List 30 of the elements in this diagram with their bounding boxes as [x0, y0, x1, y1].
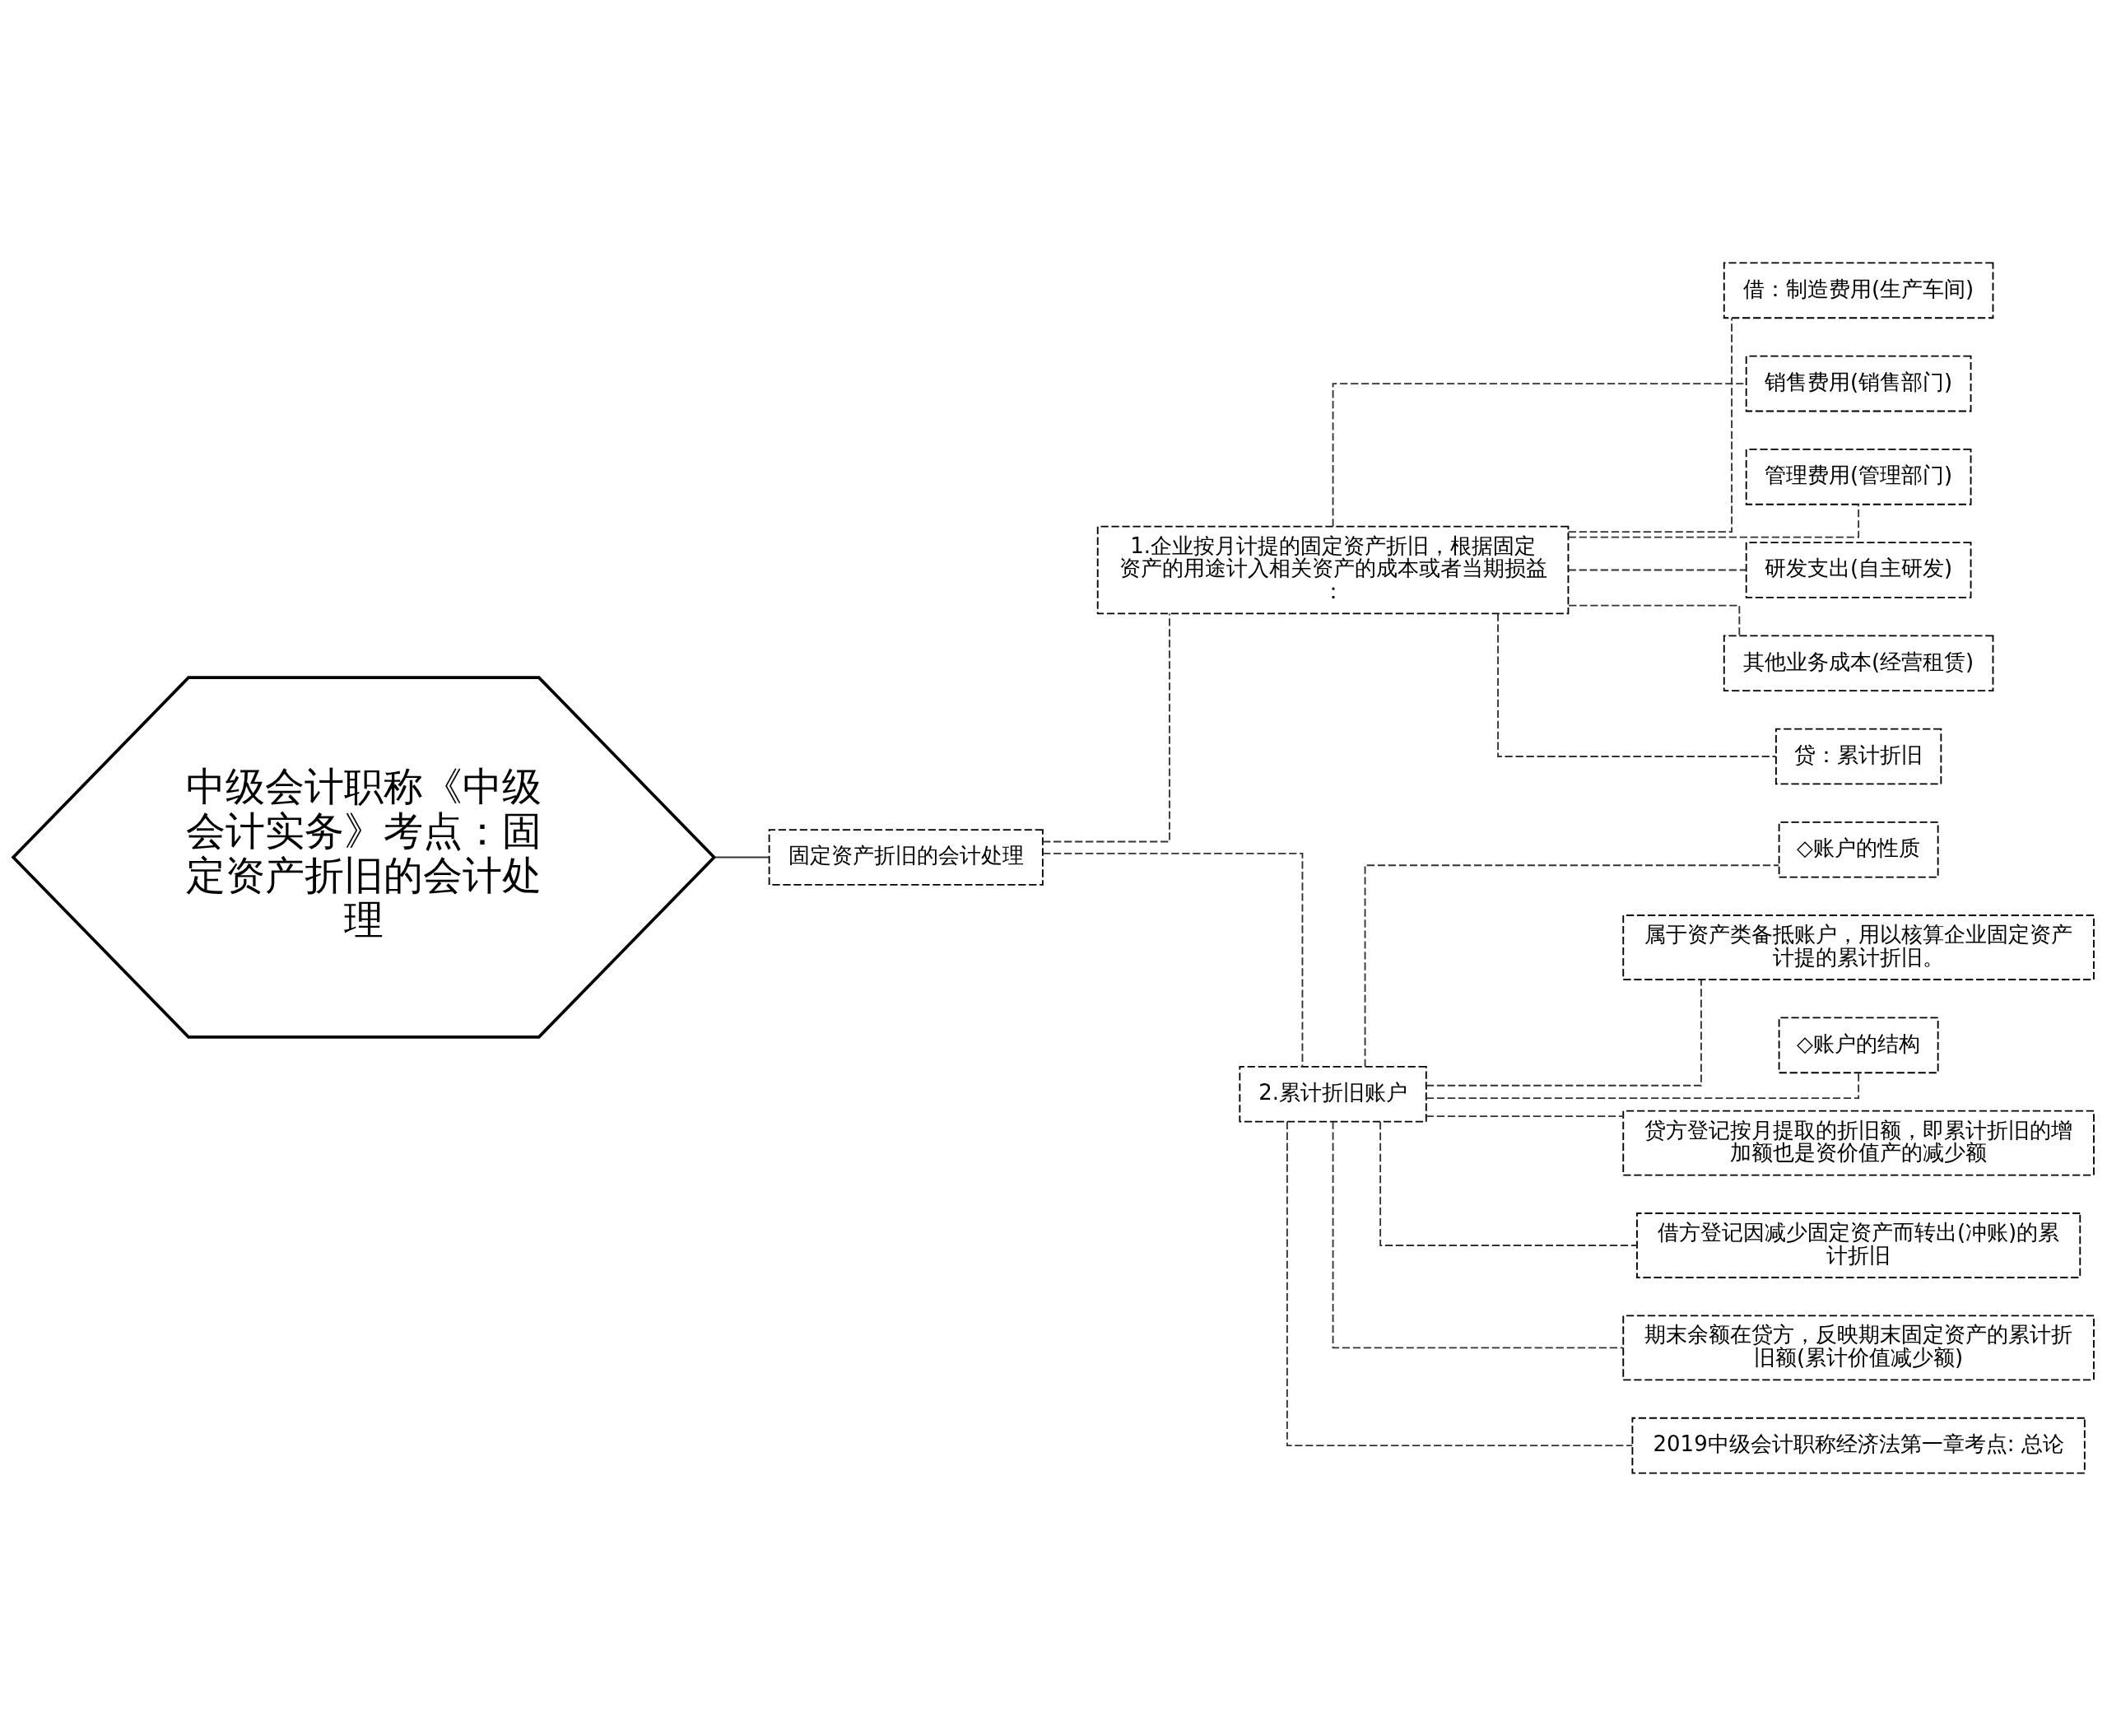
connector: [1379, 1121, 1638, 1246]
node-box: 管理费用(管理部门): [1745, 448, 1972, 505]
connector: [1042, 612, 1170, 843]
connector: [1364, 864, 1780, 1068]
node-box: 1.企业按月计提的固定资产折旧，根据固定资产的用途计入相关资产的成本或者当期损益：: [1096, 525, 1570, 615]
connector: [1567, 504, 1860, 538]
node-box: ◇账户的性质: [1778, 821, 1939, 878]
connector: [1567, 569, 1747, 571]
connector: [1426, 979, 1702, 1087]
node-box: ◇账户的结构: [1778, 1017, 1939, 1074]
node-box: 贷：累计折旧: [1774, 728, 1942, 785]
node-box: 2019中级会计职称经济法第一章考点: 总论: [1631, 1417, 2086, 1474]
connector: [1567, 317, 1733, 533]
node-box: 期末余额在贷方，反映期末固定资产的累计折旧额(累计价值减少额): [1622, 1315, 2095, 1381]
connector: [1042, 852, 1304, 1068]
connector: [1497, 612, 1777, 757]
node-box: 借方登记因减少固定资产而转出(冲账)的累计折旧: [1636, 1212, 2081, 1278]
connector: [1426, 1115, 1624, 1118]
node-box: 研发支出(自主研发): [1745, 542, 1972, 598]
connector: [1286, 1120, 1634, 1447]
connector: [1568, 604, 1741, 636]
node-box: 属于资产类备抵账户，用以核算企业固定资产计提的累计折旧。: [1622, 915, 2095, 980]
node-box: 2.累计折旧账户: [1239, 1065, 1427, 1123]
node-box: 贷方登记按月提取的折旧额，即累计折旧的增加额也是资价值产的减少额: [1622, 1110, 2095, 1176]
node-box: 固定资产折旧的会计处理: [768, 829, 1044, 886]
connector: [714, 856, 770, 859]
node-box: 其他业务成本(经营租赁): [1723, 635, 1994, 692]
connector: [1332, 1120, 1624, 1349]
node-box: 销售费用(销售部门): [1745, 355, 1972, 412]
node-box: 借：制造费用(生产车间): [1723, 262, 1994, 319]
